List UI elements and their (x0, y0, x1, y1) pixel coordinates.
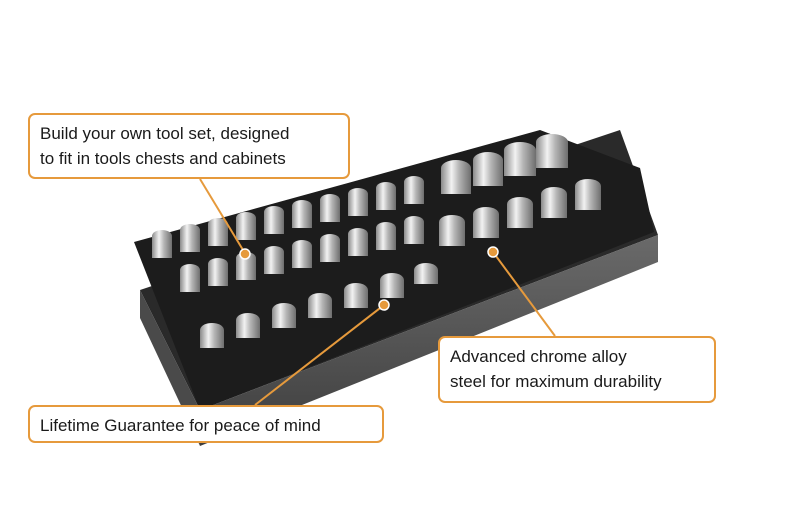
callout-guarantee: Lifetime Guarantee for peace of mind (28, 405, 384, 443)
callout-chrome-line1: Advanced chrome alloy (450, 347, 627, 366)
callout-tool-set-line2: to fit in tools chests and cabinets (40, 149, 286, 168)
socket-row-middle (180, 179, 601, 292)
callout-guarantee-line1: Lifetime Guarantee for peace of mind (40, 416, 321, 435)
callout-tool-set: Build your own tool set, designed to fit… (28, 113, 350, 179)
callout-chrome-line2: steel for maximum durability (450, 372, 662, 391)
callout-tool-set-line1: Build your own tool set, designed (40, 124, 290, 143)
callout-chrome: Advanced chrome alloy steel for maximum … (438, 336, 716, 403)
